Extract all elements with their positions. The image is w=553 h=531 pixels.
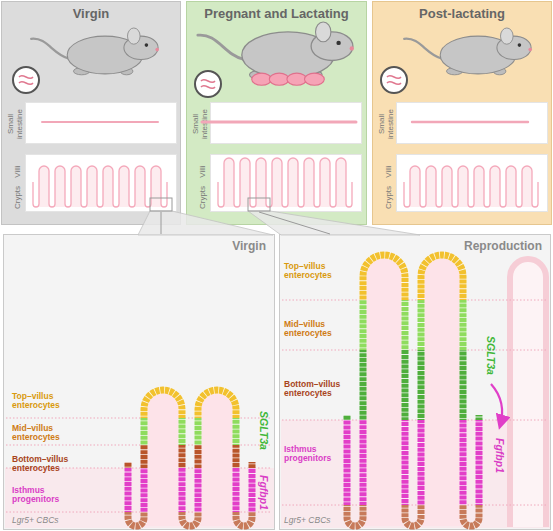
stage-panel: VirginSmall intestineVilliCrypts xyxy=(1,1,181,225)
villi-box: VilliCrypts xyxy=(25,154,177,212)
zone-label: Bottom–villus enterocytes xyxy=(284,380,346,398)
stem-cell-label: Lgr5+ CBCs xyxy=(284,516,346,525)
intestine-box: Small intestine xyxy=(210,102,362,144)
panel-title: Reproduction xyxy=(464,239,542,253)
tissue-label: Villi xyxy=(383,156,394,186)
panel-title: Virgin xyxy=(232,239,266,253)
zone-label: Isthmus progenitors xyxy=(12,486,74,504)
gene-label: Fgfbp1 xyxy=(493,427,506,483)
panel-title: Virgin xyxy=(2,6,180,21)
gene-label: SGLT3a xyxy=(484,327,497,383)
stage-panel: Pregnant and LactatingSmall intestineVil… xyxy=(186,1,367,225)
zone-label: Top–villus enterocytes xyxy=(284,262,346,280)
zone-label: Top–villus enterocytes xyxy=(12,392,74,410)
tissue-label: Villi xyxy=(12,156,23,186)
villi-box: VilliCrypts xyxy=(396,154,548,212)
gene-label: Fgfbp1 xyxy=(257,464,270,520)
panel-title: Post-lactating xyxy=(373,6,551,21)
intestine-box: Small intestine xyxy=(25,102,177,144)
gene-label: SGLT3a xyxy=(257,402,270,458)
tissue-label: Small intestine xyxy=(191,103,209,145)
stage-panel: Post-lactatingSmall intestineVilliCrypts xyxy=(372,1,552,225)
zone-label: Isthmus progenitors xyxy=(284,445,346,463)
tissue-label: Crypts xyxy=(12,182,23,212)
panel-title: Pregnant and Lactating xyxy=(187,6,366,21)
villi-box: VilliCrypts xyxy=(210,154,362,212)
zone-label: Mid–villus enterocytes xyxy=(12,424,74,442)
tissue-label: Villi xyxy=(197,156,208,186)
intestine-box: Small intestine xyxy=(396,102,548,144)
zone-label: Bottom–villus enterocytes xyxy=(12,455,74,473)
tissue-label: Small intestine xyxy=(377,103,395,145)
tissue-label: Crypts xyxy=(197,182,208,212)
stem-cell-label: Lgr5+ CBCs xyxy=(12,516,74,525)
tissue-label: Small intestine xyxy=(6,103,24,145)
zone-label: Mid–villus enterocytes xyxy=(284,320,346,338)
tissue-label: Crypts xyxy=(383,182,394,212)
